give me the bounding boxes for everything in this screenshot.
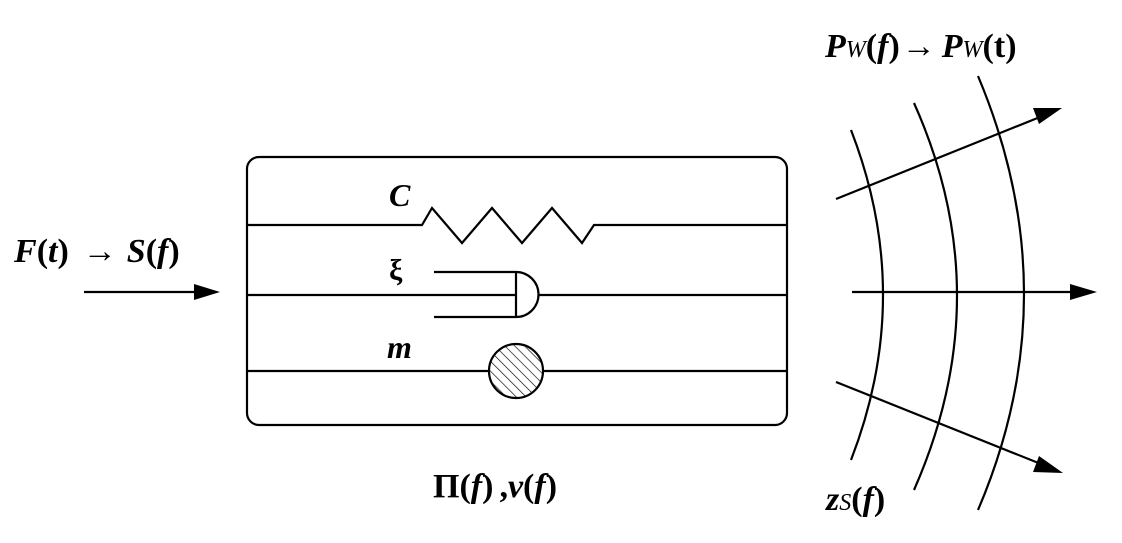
power-velocity-label: Π(f),v(f) xyxy=(433,468,557,505)
damping-label: ξ xyxy=(389,254,403,287)
impedance-label: zS(f) xyxy=(825,481,885,518)
mass-branch xyxy=(247,342,787,400)
input-label: F(t)→S(f) xyxy=(13,233,180,270)
input-arrow xyxy=(84,284,220,300)
system-box xyxy=(245,155,789,427)
wavefronts xyxy=(849,75,1026,511)
spring-branch xyxy=(247,206,787,245)
mass-label: m xyxy=(387,329,412,365)
radiation-arrows xyxy=(835,108,1097,473)
compliance-label: C xyxy=(389,177,411,213)
damper-branch xyxy=(247,270,787,319)
output-power-label: PW(f)→PW(t) xyxy=(824,28,1017,65)
mass-circle xyxy=(489,344,543,398)
